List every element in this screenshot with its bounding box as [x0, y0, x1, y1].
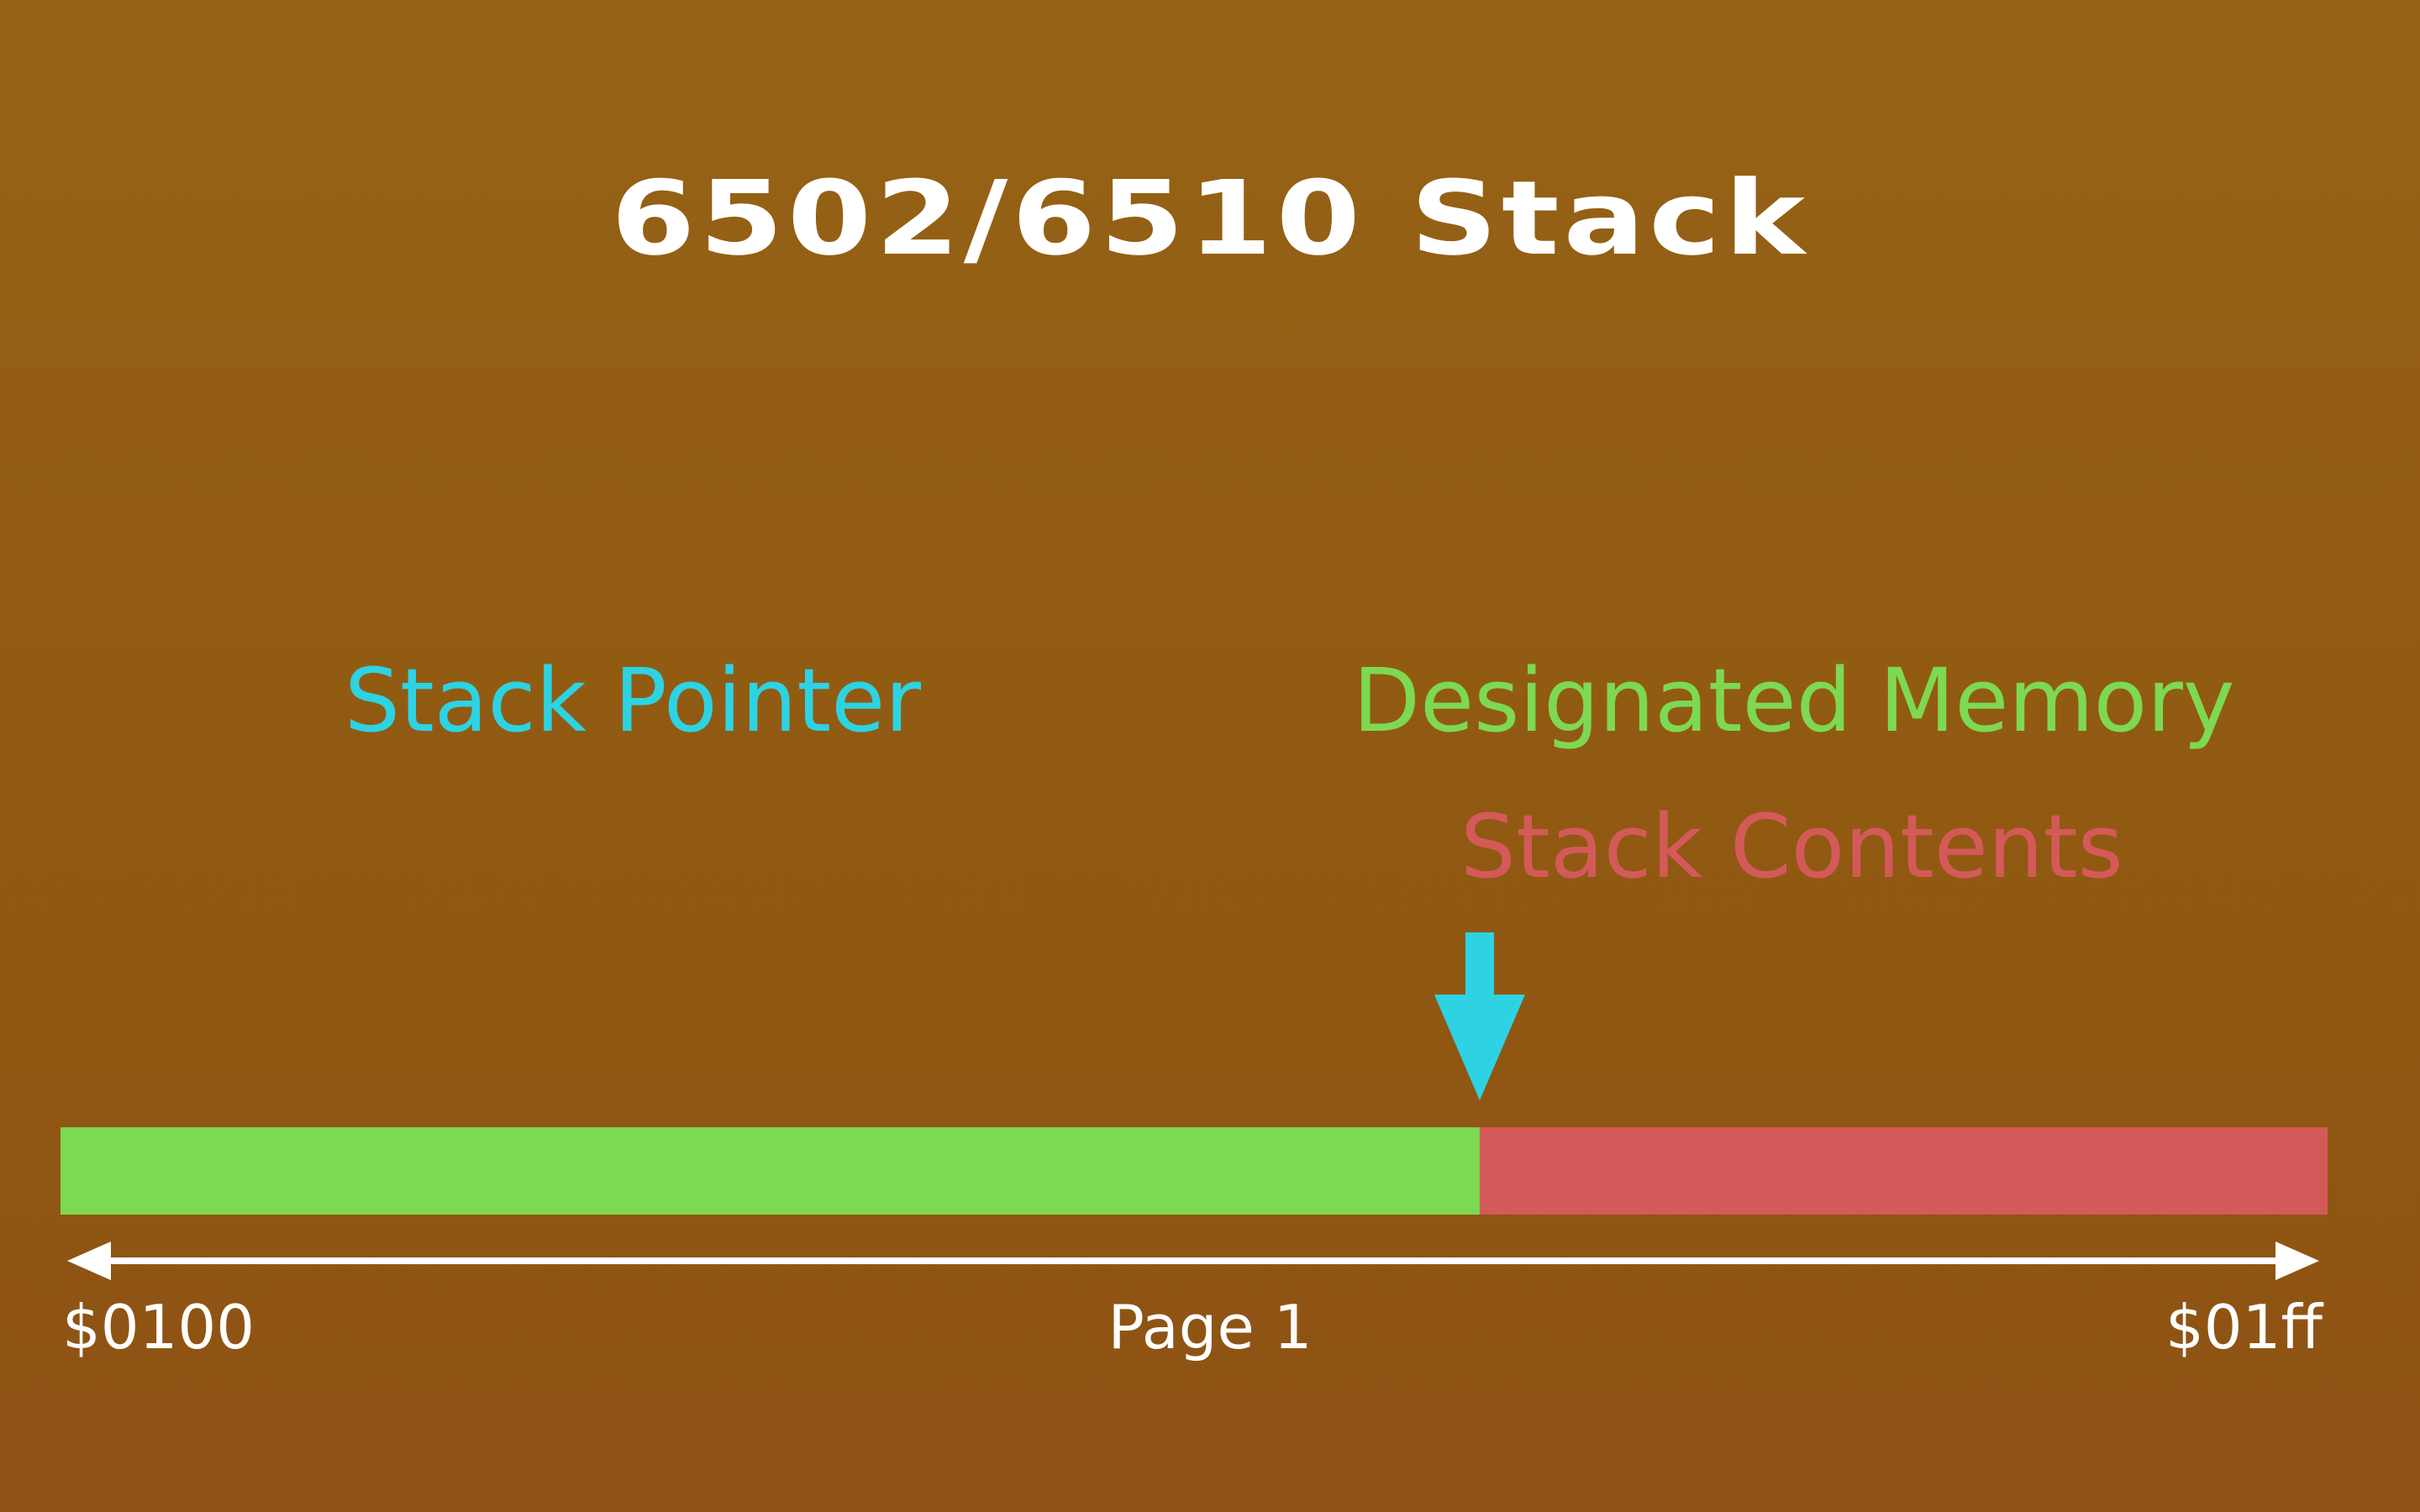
designated-memory-bar [60, 1127, 1480, 1215]
end-address-label: $01ff [2165, 1292, 2323, 1362]
stack-contents-label: Stack Contents [1460, 795, 2123, 898]
double-headed-arrow-icon [67, 1242, 2319, 1280]
start-address-label: $0100 [62, 1292, 255, 1362]
stack-contents-bar [1479, 1127, 2328, 1215]
designated-memory-label: Designated Memory [1353, 649, 2235, 752]
arrow-down-icon [1434, 932, 1525, 1100]
page-title: 6502/6510 Stack [611, 159, 1809, 278]
page-label: Page 1 [1107, 1292, 1313, 1362]
stack-pointer-label: Stack Pointer [345, 649, 921, 752]
